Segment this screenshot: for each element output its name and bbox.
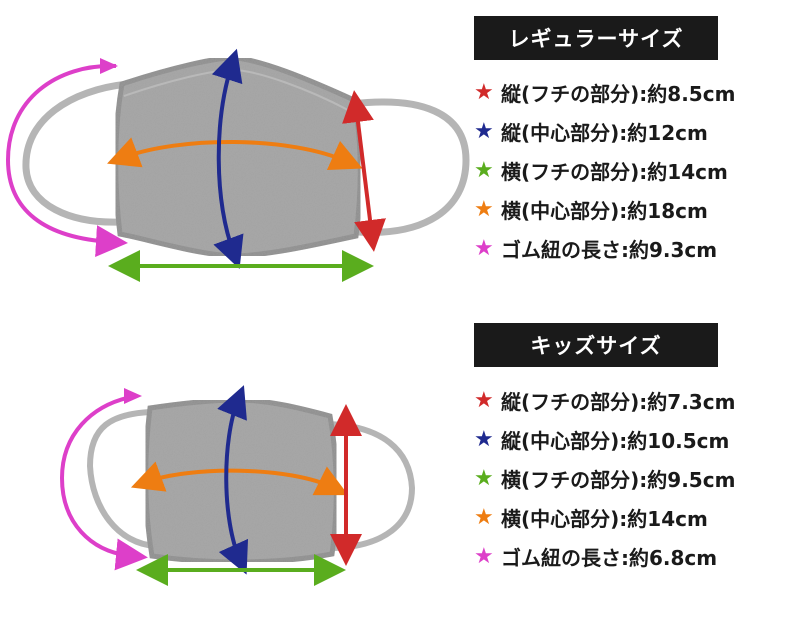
regular-spec-list: ★ 縦(フチの部分):約8.5cm ★ 縦(中心部分):約12cm ★ 横(フチ… — [474, 73, 735, 268]
mask-illustrations — [5, 48, 470, 586]
magenta-star-icon: ★ — [474, 543, 494, 569]
navy-star-icon: ★ — [474, 118, 494, 144]
kids-left-ear-loop — [86, 409, 157, 549]
kids-magenta-arrow — [59, 394, 148, 571]
green-star-icon: ★ — [474, 157, 494, 183]
orange-star-icon: ★ — [474, 196, 494, 222]
regular-spec-edge-width: ★ 横(フチの部分):約14cm — [474, 157, 728, 184]
kids-right-ear-loop — [327, 421, 416, 551]
regular-red-arrow — [342, 90, 386, 252]
kids-spec-center-width: ★ 横(中心部分):約14cm — [474, 504, 708, 531]
kids-spec-list: ★ 縦(フチの部分):約7.3cm ★ 縦(中心部分):約10.5cm ★ 横(… — [474, 381, 735, 576]
regular-spec-ear-loop: ★ ゴム紐の長さ:約9.3cm — [474, 235, 718, 262]
kids-mask-body — [143, 397, 339, 565]
regular-spec-center-width: ★ 横(中心部分):約18cm — [474, 196, 708, 223]
kids-navy-arrow — [217, 385, 249, 575]
green-star-icon: ★ — [474, 465, 494, 491]
kids-mask — [59, 385, 416, 586]
regular-spec-edge-height: ★ 縦(フチの部分):約8.5cm — [474, 79, 736, 106]
red-star-icon: ★ — [474, 79, 494, 105]
kids-spec-edge-height: ★ 縦(フチの部分):約7.3cm — [474, 387, 736, 414]
kids-spec-ear-loop: ★ ゴム紐の長さ:約6.8cm — [474, 543, 718, 570]
regular-navy-arrow — [211, 48, 244, 270]
regular-spec-center-height: ★ 縦(中心部分):約12cm — [474, 118, 708, 145]
regular-mask — [5, 48, 470, 282]
red-star-icon: ★ — [474, 387, 494, 413]
orange-star-icon: ★ — [474, 504, 494, 530]
regular-magenta-arrow — [5, 63, 128, 258]
regular-left-ear-loop — [22, 80, 129, 226]
regular-size-title: レギュラーサイズ — [474, 16, 718, 60]
regular-right-ear-loop — [351, 98, 470, 236]
kids-spec-center-height: ★ 縦(中心部分):約10.5cm — [474, 426, 730, 453]
kids-spec-edge-width: ★ 横(フチの部分):約9.5cm — [474, 465, 736, 492]
navy-star-icon: ★ — [474, 426, 494, 452]
kids-size-title: キッズサイズ — [474, 323, 718, 367]
magenta-star-icon: ★ — [474, 235, 494, 261]
